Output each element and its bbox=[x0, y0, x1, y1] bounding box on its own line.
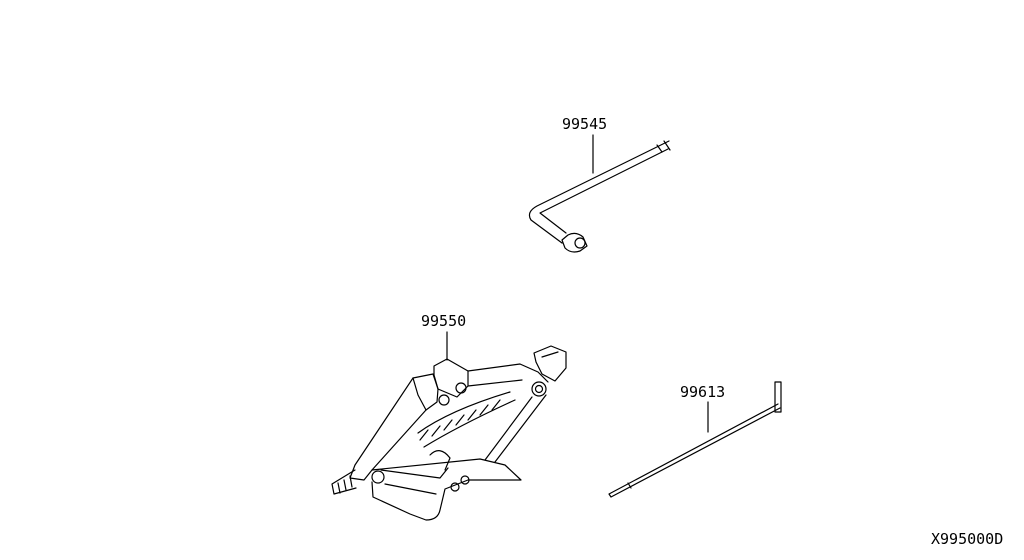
lug-wrench-drawing[interactable] bbox=[528, 134, 671, 253]
part-label-99550[interactable]: 99550 bbox=[421, 312, 467, 330]
part-label-99545[interactable]: 99545 bbox=[562, 115, 608, 133]
jack-handle-drawing[interactable] bbox=[608, 381, 782, 498]
part-label-99613[interactable]: 99613 bbox=[680, 383, 726, 401]
diagram-code: X995000D bbox=[931, 530, 1004, 548]
jack-drawing[interactable] bbox=[331, 331, 567, 521]
